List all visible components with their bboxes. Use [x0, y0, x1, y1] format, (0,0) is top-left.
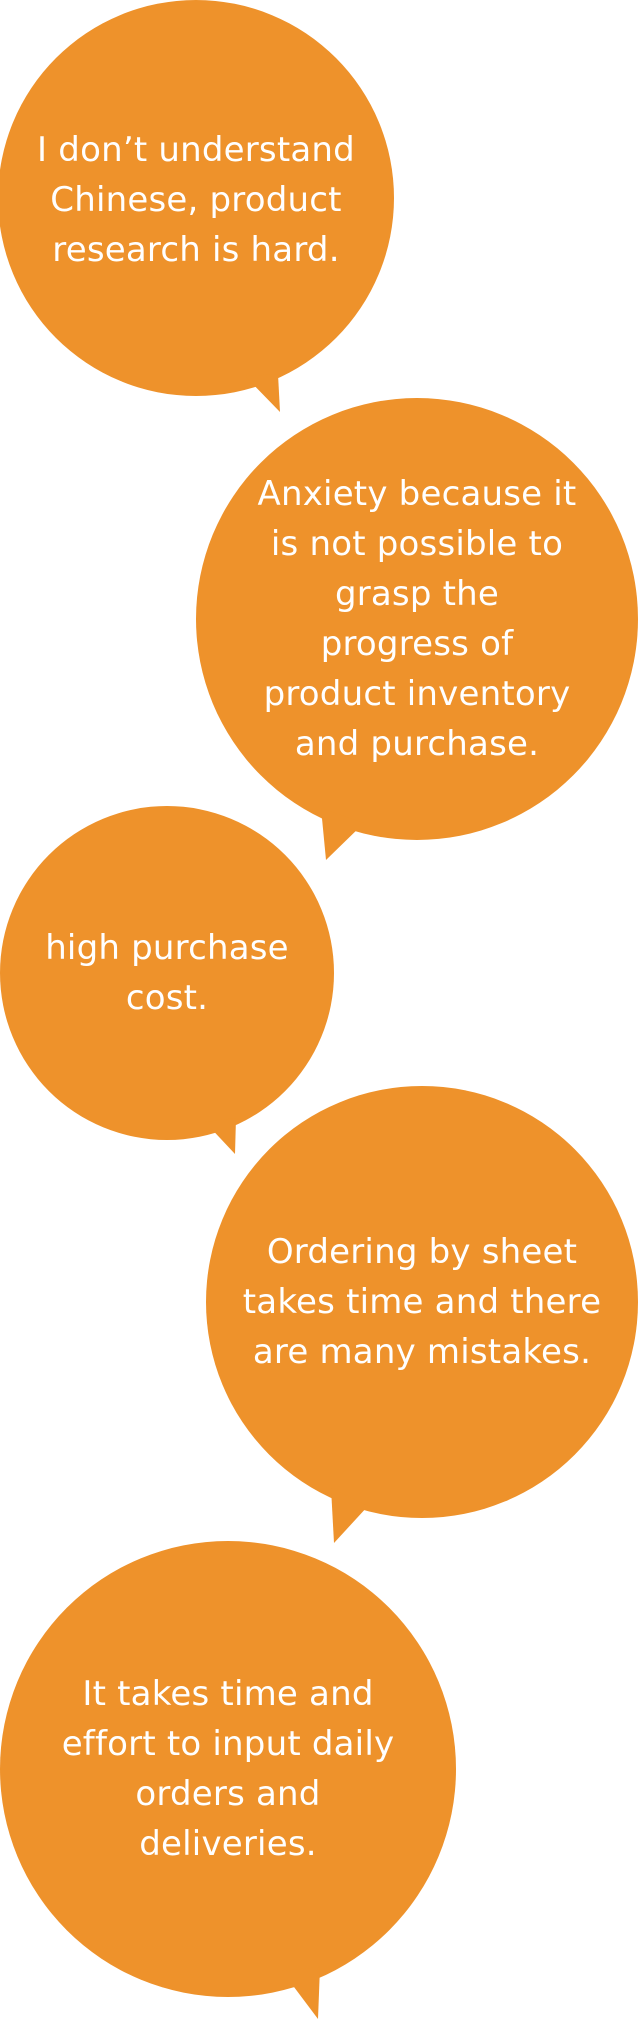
bubble-text-5: It takes time and effort to input daily …	[61, 1674, 395, 1864]
speech-bubble-2: Anxiety because it is not possible to gr…	[196, 398, 638, 863]
bubble-text-4: Ordering by sheet takes time and there a…	[242, 1232, 602, 1372]
bubble-circle	[0, 1541, 456, 1997]
speech-bubble-3: high purchase cost.	[0, 806, 334, 1158]
speech-bubble-1: I don’t understand Chinese, product rese…	[0, 0, 400, 420]
bubble-tail	[282, 1967, 320, 2019]
speech-bubble-icon	[0, 806, 334, 1154]
bubble-circle	[206, 1086, 638, 1518]
speech-bubble-icon	[0, 1541, 456, 2019]
speech-bubble-4: Ordering by sheet takes time and there a…	[206, 1086, 638, 1546]
bubble-tail	[205, 1118, 236, 1154]
bubble-text-3: high purchase cost.	[45, 928, 289, 1018]
speech-bubble-icon	[0, 0, 394, 412]
bubble-tail	[321, 808, 364, 860]
bubble-circle	[196, 398, 638, 840]
speech-bubble-5: It takes time and effort to input daily …	[0, 1541, 456, 2022]
speech-bubble-icon	[196, 398, 638, 860]
bubble-circle	[0, 0, 394, 396]
bubble-text-2: Anxiety because it is not possible to gr…	[257, 474, 577, 764]
speech-bubble-icon	[206, 1086, 638, 1543]
bubble-tail	[331, 1488, 368, 1543]
bubble-text-1: I don’t understand Chinese, product rese…	[37, 130, 355, 270]
bubble-circle	[0, 806, 334, 1140]
bubble-tail	[245, 374, 280, 412]
